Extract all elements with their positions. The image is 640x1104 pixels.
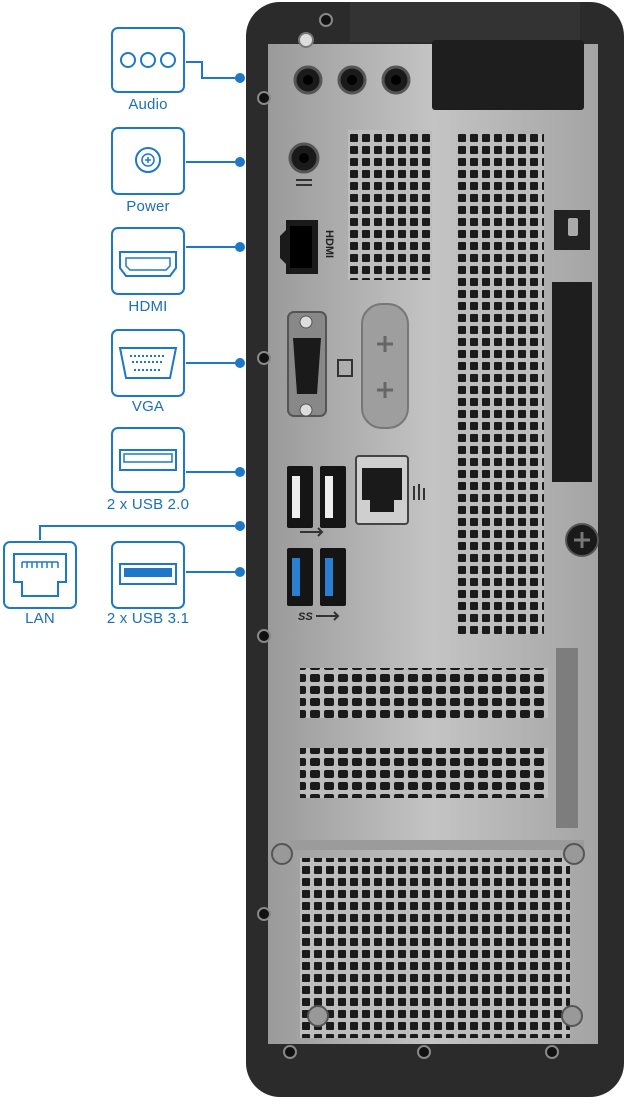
pc-chassis: HDMI — [246, 2, 624, 1097]
chassis-usb2-ports — [287, 466, 346, 537]
side-latch — [552, 282, 592, 482]
legend-power — [111, 127, 185, 195]
legend-label-lan: LAN — [25, 610, 55, 627]
power-jack-icon — [135, 147, 161, 173]
legend-label-audio: Audio — [128, 96, 168, 113]
legend-label-hdmi: HDMI — [128, 298, 168, 315]
chassis-power-jack — [288, 142, 320, 186]
top-handle-bar — [350, 2, 580, 42]
chassis-screws — [257, 13, 559, 1059]
ethernet-port-icon — [13, 553, 67, 597]
legend-label-usb3: 2 x USB 3.1 — [106, 610, 190, 627]
expansion-slot-1 — [300, 668, 548, 718]
legend-hdmi — [111, 227, 185, 295]
usb-port-icon — [119, 449, 177, 471]
slot-thumbscrew-right — [563, 843, 585, 865]
legend-label-usb2: 2 x USB 2.0 — [106, 496, 190, 513]
usb3-chassis-marking: SS — [298, 611, 313, 623]
legend-label-vga: VGA — [131, 398, 165, 415]
usb3-port-icon — [119, 563, 177, 585]
chassis-hdmi-port: HDMI — [280, 220, 335, 274]
slot-bracket — [556, 648, 578, 828]
chassis-usb3-ports: SS — [287, 548, 346, 623]
legend-label-power: Power — [126, 198, 170, 215]
chassis-lan-port — [355, 455, 425, 525]
vent-lower — [300, 858, 570, 1038]
chassis-vga-port — [287, 303, 409, 429]
expansion-slot-2 — [300, 748, 548, 798]
callout-lines — [39, 61, 245, 577]
hdmi-port-icon — [119, 251, 177, 277]
legend-usb3 — [111, 541, 185, 609]
vga-port-icon — [118, 347, 178, 379]
legend-usb2 — [111, 427, 185, 493]
vent-upper-left — [348, 130, 432, 280]
legend-lan — [3, 541, 77, 609]
legend-audio — [111, 27, 185, 93]
slot-thumbscrew-left — [271, 843, 293, 865]
legend-vga — [111, 329, 185, 397]
psu-switch-block — [432, 40, 584, 110]
vent-right-column — [456, 134, 544, 634]
hdmi-chassis-marking: HDMI — [323, 230, 335, 258]
chassis-audio-jacks — [293, 65, 411, 95]
audio-jacks-icon — [120, 52, 176, 68]
